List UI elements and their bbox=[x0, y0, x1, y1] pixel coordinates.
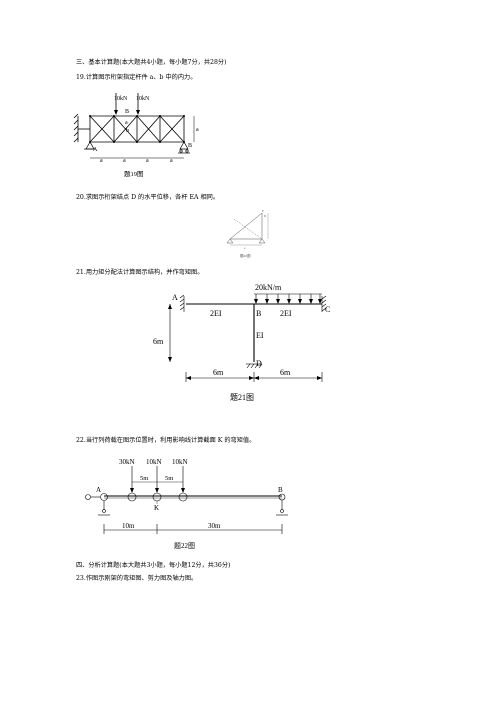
figure-19-truss: 10kN 10kN B a b A B a a a a a 题19图 bbox=[73, 93, 199, 178]
fig21-ei-right: 2EI bbox=[280, 309, 292, 318]
question-23-text: 23.作图示刚架的弯矩图、剪力图及轴力图。 bbox=[76, 575, 198, 582]
fig22-load-3: 10kN bbox=[172, 458, 188, 466]
fig19-label-B-top: B bbox=[125, 109, 129, 115]
fig22-label-K: K bbox=[154, 504, 159, 512]
fig19-dim-3: a bbox=[146, 158, 149, 164]
fig20-label-a: a bbox=[244, 246, 246, 250]
question-20-text: 20.求图示桁架结点 D 的水平位移，各杆 EA 相同。 bbox=[76, 194, 220, 201]
fig22-spacing-2: 5m bbox=[165, 475, 173, 482]
fig22-label-A: A bbox=[96, 486, 101, 494]
fig21-dim-l1: 6m bbox=[213, 368, 224, 377]
fig20-caption: 题20图 bbox=[240, 253, 251, 258]
fig21-label-D: D bbox=[256, 359, 262, 368]
fig19-dim-a: a bbox=[196, 127, 199, 133]
fig22-spacing-1: 5m bbox=[140, 475, 148, 482]
figure-21-frame: A 20kN/m B C 2EI 2EI EI D 6m 6m 6m 题21图 bbox=[153, 283, 330, 402]
fig19-label-b-bar: b bbox=[126, 128, 129, 134]
fig22-load-2: 10kN bbox=[146, 458, 162, 466]
fig19-load-1: 10kN bbox=[114, 96, 128, 102]
fig20-label-D: D bbox=[264, 214, 267, 218]
fig22-dim-1: 10m bbox=[122, 522, 135, 530]
fig21-label-B: B bbox=[256, 309, 261, 318]
section-3-header: 三、基本计算题(本大题共4小题，每小题7分，共28分) bbox=[76, 59, 227, 66]
fig21-dim-h: 6m bbox=[153, 337, 164, 346]
fig19-label-a-bar: a bbox=[125, 120, 128, 126]
question-22-text: 22.当行列荷载在图示位置时，利用影响线计算截面 K 的弯矩值。 bbox=[76, 437, 256, 444]
fig21-load: 20kN/m bbox=[255, 283, 282, 292]
fig21-label-A: A bbox=[172, 293, 178, 302]
fig22-load-1: 30kN bbox=[119, 458, 135, 466]
fig21-ei-left: 2EI bbox=[210, 309, 222, 318]
question-19-text: 19.计算图示桁架指定杆件 a、b 中的内力。 bbox=[76, 74, 197, 81]
fig19-label-B: B bbox=[188, 143, 192, 149]
fig21-label-C: C bbox=[325, 305, 330, 314]
fig21-ei-col: EI bbox=[256, 331, 264, 340]
fig19-dim-1: a bbox=[100, 158, 103, 164]
figure-20-truss: P D a 题20图 bbox=[226, 209, 269, 258]
fig21-caption: 题21图 bbox=[230, 393, 254, 402]
figure-22-beam: 30kN 10kN 10kN 5m 5m A B K 10m 30m 题22图 bbox=[85, 458, 288, 550]
fig22-caption: 题22图 bbox=[174, 542, 195, 550]
question-21-text: 21.用力矩分配法计算图示结构，并作弯矩图。 bbox=[76, 269, 204, 276]
fig22-label-B: B bbox=[278, 486, 283, 494]
section-4-header: 四、分析计算题(本大题共3小题，每小题12分，共36分) bbox=[76, 562, 231, 569]
fig20-label-P: P bbox=[262, 209, 264, 213]
fig19-caption: 题19图 bbox=[124, 170, 144, 178]
fig19-dim-2: a bbox=[123, 158, 126, 164]
fig19-label-A: A bbox=[93, 147, 98, 153]
fig19-dim-4: a bbox=[170, 158, 173, 164]
fig21-dim-l2: 6m bbox=[280, 368, 291, 377]
fig19-load-2: 10kN bbox=[136, 96, 150, 102]
fig22-dim-2: 30m bbox=[208, 522, 221, 530]
